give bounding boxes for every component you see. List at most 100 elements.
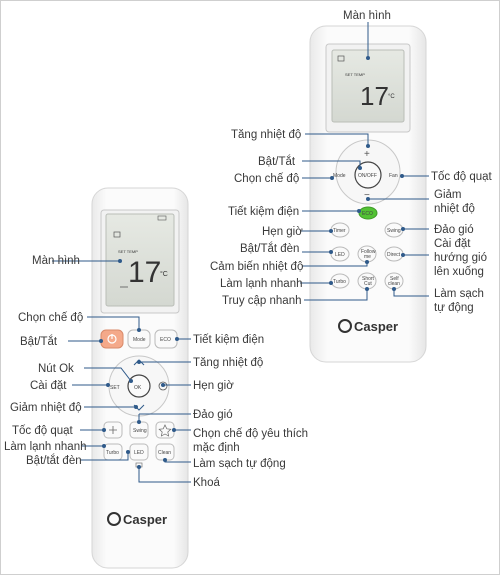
label-right-temp-down-1: Giảm [434,189,461,201]
svg-text:Follow: Follow [361,249,376,255]
right-fan-button[interactable]: Fan [389,173,398,179]
label-right-short-cut: Truy cập nhanh [222,295,301,307]
label-right-screen: Màn hình [343,10,391,22]
label-right-direct-1: Cài đặt [434,238,471,250]
right-remote: SET TEMP 17 °C + ON/OFF Mode Fan − ECO T… [309,25,427,363]
left-turbo-button[interactable]: Turbo [103,443,123,461]
left-dpad: OK SET [108,355,170,417]
label-right-power: Bật/Tắt [258,155,296,168]
right-lcd-icon [337,55,345,62]
left-lcd-icon [113,231,121,238]
svg-text:Casper: Casper [123,512,167,527]
right-plus-icon[interactable]: + [364,149,370,160]
right-direct-button[interactable]: Direct [384,246,404,262]
label-left-ok: Nút Ok [38,363,74,375]
right-turbo-button[interactable]: Turbo [330,273,350,289]
label-left-eco: Tiết kiệm điện [193,334,264,346]
label-left-mode: Chọn chế độ [18,312,83,324]
right-brand-logo: Casper [338,319,398,334]
label-right-fan: Tốc độ quạt [431,171,493,183]
label-left-self-clean: Làm sạch tự động [193,458,286,470]
right-self-clean-button[interactable]: Self clean [384,272,404,290]
svg-text:Turbo: Turbo [333,279,346,285]
label-right-temp-down-2: nhiệt độ [434,203,475,215]
left-eco-button[interactable]: ECO [154,329,178,349]
label-left-temp-down: Giảm nhiệt độ [10,402,82,414]
svg-text:Clean: Clean [158,450,171,456]
svg-text:clean: clean [388,281,400,287]
left-remote: SET TEMP 17 °C Mode ECO OK [91,187,189,569]
star-icon [158,424,172,437]
left-lcd-temp: 17 [128,256,161,289]
label-right-led: Bật/Tắt đèn [240,242,299,255]
label-left-fan: Tốc độ quạt [12,425,74,437]
svg-text:LED: LED [134,450,144,456]
right-timer-button[interactable]: Timer [330,222,350,238]
svg-text:ECO: ECO [362,211,373,217]
svg-text:me: me [364,254,371,260]
right-mode-button[interactable]: Mode [333,173,346,179]
label-right-swing: Đảo gió [434,224,474,236]
left-lcd-battery-icon [157,215,167,221]
label-left-setting: Cài đặt [30,380,67,392]
label-left-power: Bật/Tắt [20,335,58,348]
left-fan-button[interactable] [103,421,123,439]
label-right-direct-2: hướng gió [434,252,487,264]
label-left-favorite-2: mặc định [193,442,240,454]
left-brand-logo: Casper [107,512,167,527]
svg-text:LED: LED [335,252,345,258]
left-mode-button[interactable]: Mode [127,329,151,349]
right-follow-me-button[interactable]: Follow me [357,245,377,263]
label-left-temp-up: Tăng nhiệt độ [193,357,263,369]
right-swing-button[interactable]: Swing [384,222,404,238]
label-right-eco: Tiết kiệm điện [228,206,299,218]
label-right-self-clean-2: tự động [434,302,474,314]
left-ok-button[interactable]: OK [127,374,151,398]
left-swing-button[interactable]: Swing [129,421,149,439]
label-right-timer: Hẹn giờ [262,226,303,238]
label-left-timer: Hẹn giờ [193,380,234,392]
svg-text:Timer: Timer [333,228,346,234]
right-onoff-button[interactable]: ON/OFF [354,161,382,189]
label-right-follow-me: Cảm biến nhiệt độ [210,261,303,273]
svg-text:Short: Short [362,276,375,282]
svg-text:Turbo: Turbo [106,450,119,456]
label-right-self-clean-1: Làm sạch [434,288,484,300]
label-left-screen: Màn hình [32,255,80,267]
right-eco-button[interactable]: ECO [358,206,378,220]
svg-text:Self: Self [390,276,399,282]
left-lcd-screen [105,213,175,307]
right-lcd-temp: 17 [360,81,389,111]
right-led-button[interactable]: LED [330,246,350,262]
label-left-favorite-1: Chọn chế độ yêu thích [193,428,308,440]
svg-text:Cut: Cut [364,281,372,287]
left-favorite-button[interactable] [155,421,175,439]
left-lcd-unit: °C [160,270,168,278]
svg-text:Swing: Swing [387,228,401,234]
left-set-button[interactable]: SET [110,385,120,391]
svg-text:Direct: Direct [387,252,401,258]
label-right-direct-3: lên xuống [434,266,484,278]
left-clean-button[interactable]: Clean [155,443,175,461]
right-callouts: Màn hình Tăng nhiệt độ Bật/Tắt Chọn chế … [210,10,493,314]
label-left-lock: Khoá [193,477,220,489]
fan-icon [109,426,117,434]
right-lcd-unit: °C [388,94,395,100]
left-power-button[interactable] [100,329,124,349]
label-left-led: Bật/tắt đèn [26,454,82,467]
right-short-cut-button[interactable]: Short Cut [357,272,377,290]
label-left-turbo: Làm lạnh nhanh [4,441,86,453]
left-led-button[interactable]: LED [129,443,149,461]
svg-text:ON/OFF: ON/OFF [358,173,377,179]
label-right-mode: Chọn chế độ [234,173,299,185]
svg-text:Swing: Swing [133,428,147,434]
svg-text:Mode: Mode [133,337,146,343]
right-lcd-mode-text: SET TEMP [345,72,365,77]
label-left-swing: Đảo gió [193,409,233,421]
svg-text:Casper: Casper [354,319,398,334]
left-lcd-mode-text: SET TEMP [118,249,138,254]
label-right-temp-up: Tăng nhiệt độ [231,129,301,141]
svg-text:OK: OK [134,385,142,391]
right-minus-icon[interactable]: − [364,190,370,201]
